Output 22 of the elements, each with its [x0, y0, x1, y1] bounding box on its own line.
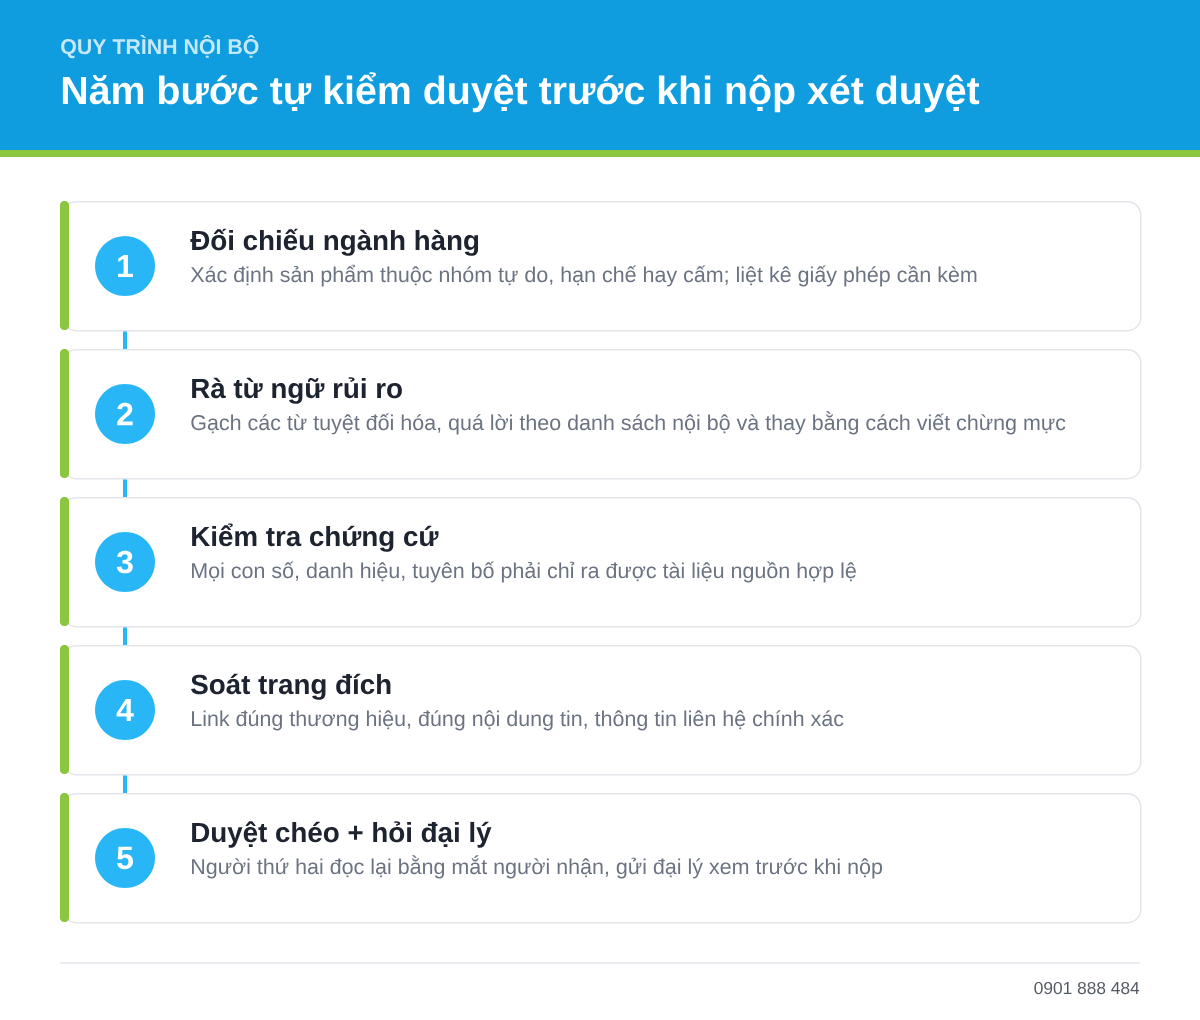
- connector-line: [123, 331, 127, 349]
- kicker: QUY TRÌNH NỘI BỘ: [61, 34, 259, 59]
- step-title: Kiểm tra chứng cứ: [192, 523, 439, 552]
- step-description: Gạch các từ tuyệt đối hóa, quá lời theo danh sách nội bộ và thay bằng cách viết chừng mực: [191, 411, 1066, 435]
- connector-line: [123, 479, 127, 497]
- connector-line: [123, 775, 127, 793]
- title: Năm bước tự kiểm duyệt trước khi nộp xét duyệt: [62, 72, 980, 113]
- step-description: Mọi con số, danh hiệu, tuyên bố phải chỉ ra được tài liệu nguồn hợp lệ: [192, 561, 856, 583]
- step-title: Đối chiếu ngành hàng: [190, 228, 479, 256]
- step-number: 2: [95, 384, 155, 444]
- step-title: Duyệt chéo + hỏi đại lý: [192, 821, 492, 848]
- step-title: Rà từ ngữ rủi ro: [192, 377, 402, 404]
- step-description: Người thứ hai đọc lại bằng mắt người nhận, gửi đại lý xem trước khi nộp: [192, 855, 883, 879]
- connector-line: [123, 627, 127, 645]
- step-number: 1: [95, 236, 155, 296]
- step-number: 4: [95, 680, 155, 740]
- phone-number: 0901 888 484: [1034, 981, 1140, 995]
- step-number: 5: [95, 828, 155, 888]
- step-number: 3: [95, 532, 155, 592]
- step-description: Xác định sản phẩm thuộc nhóm tự do, hạn chế hay cấm; liệt kê giấy phép cần kèm: [190, 264, 977, 287]
- step-description: Link đúng thương hiệu, đúng nội dung tin, thông tin liên hệ chính xác: [192, 710, 844, 731]
- step-title: Soát trang đích: [191, 673, 391, 700]
